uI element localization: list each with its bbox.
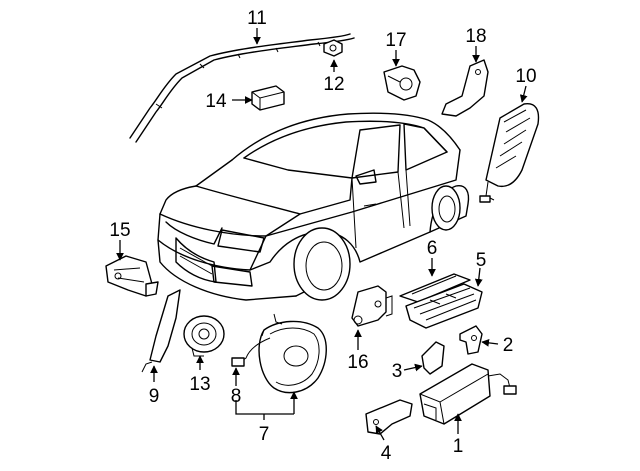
callout-10: 10 bbox=[515, 66, 536, 87]
callout-12: 12 bbox=[323, 74, 344, 95]
part-3-bracket bbox=[421, 341, 445, 375]
part-6-cover bbox=[399, 273, 471, 303]
part-12-nut bbox=[323, 39, 343, 57]
callout-labels: 11 12 14 17 18 10 15 9 13 8 7 16 6 5 2 3… bbox=[109, 8, 536, 464]
callout-7: 7 bbox=[259, 424, 270, 445]
callout-14: 14 bbox=[205, 91, 227, 112]
part-13-clockspring bbox=[183, 315, 225, 357]
callout-3: 3 bbox=[392, 361, 403, 382]
callout-4: 4 bbox=[381, 443, 392, 464]
callout-2: 2 bbox=[503, 335, 514, 356]
part-18-bracket bbox=[441, 59, 489, 117]
part-8-harness bbox=[231, 337, 271, 367]
part-9-airbag-strip bbox=[141, 289, 181, 373]
vehicle-illustration bbox=[157, 112, 470, 301]
callout-1: 1 bbox=[453, 436, 464, 457]
part-2-bracket bbox=[459, 325, 483, 355]
callout-8: 8 bbox=[231, 386, 242, 407]
leader-lines bbox=[116, 28, 528, 441]
callout-15: 15 bbox=[109, 220, 130, 241]
callout-11: 11 bbox=[247, 8, 267, 29]
part-16-sensor bbox=[351, 285, 393, 327]
part-7-driver-airbag bbox=[258, 313, 327, 394]
callout-18: 18 bbox=[465, 26, 486, 47]
part-14-sensor-module bbox=[251, 85, 285, 111]
callout-17: 17 bbox=[385, 30, 406, 51]
callout-9: 9 bbox=[149, 386, 160, 407]
callout-16: 16 bbox=[347, 352, 368, 373]
callout-5: 5 bbox=[476, 250, 487, 271]
callout-13: 13 bbox=[189, 374, 210, 395]
part-17-sensor bbox=[383, 65, 421, 101]
callout-6: 6 bbox=[427, 238, 438, 259]
part-4-bracket bbox=[365, 399, 413, 435]
part-15-sensor-bracket bbox=[105, 255, 159, 297]
part-10-side-airbag bbox=[479, 103, 540, 203]
part-1-airbag-module bbox=[419, 363, 517, 425]
part-5-passenger-airbag-housing bbox=[405, 283, 483, 329]
